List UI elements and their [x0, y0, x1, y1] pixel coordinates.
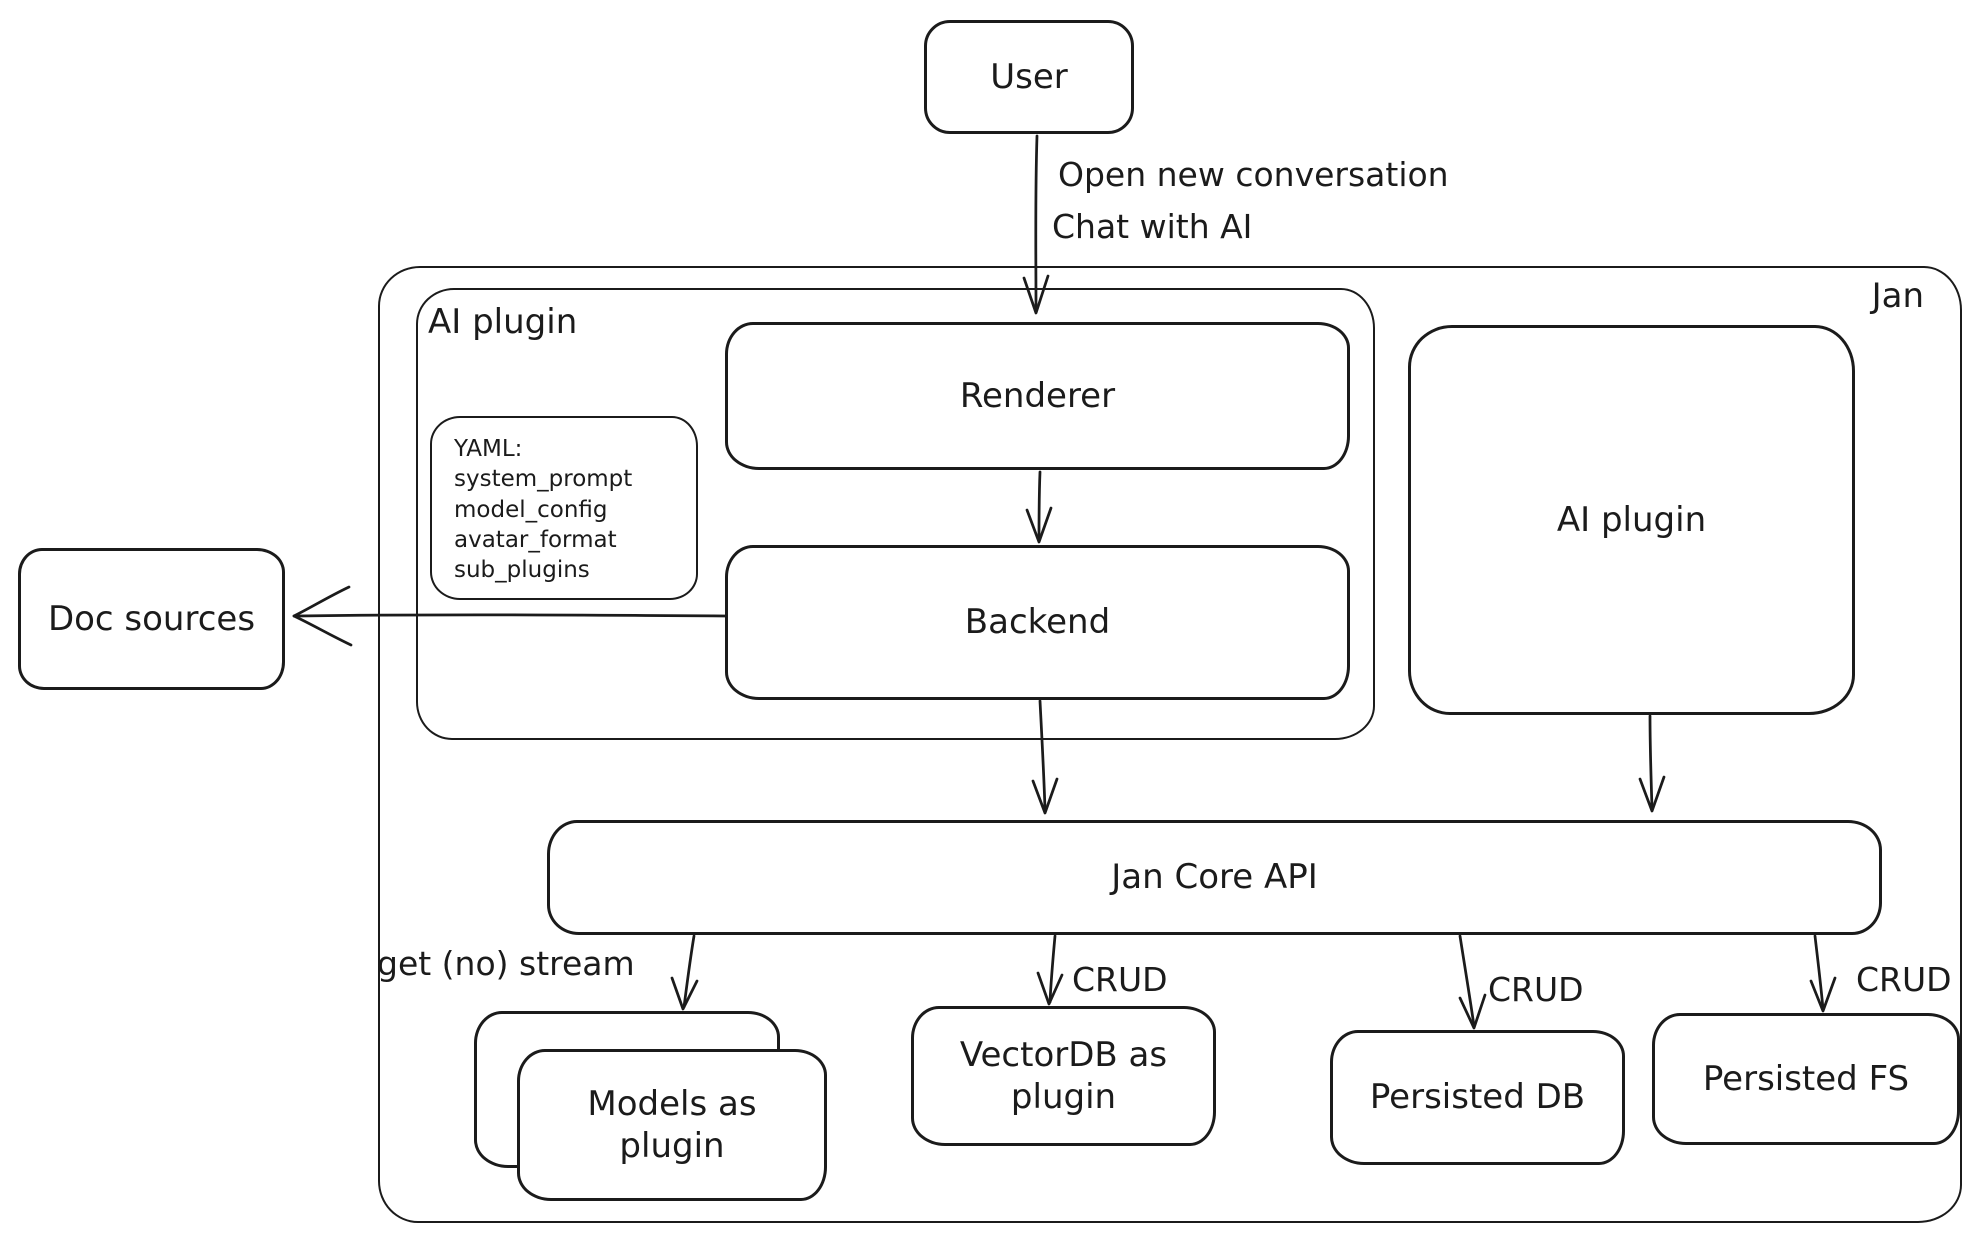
ai-plugin-container-label: AI plugin: [428, 302, 578, 342]
node-renderer: Renderer: [725, 322, 1350, 470]
edge-label-crud-persisted-fs: CRUD: [1856, 960, 1952, 999]
node-user: User: [924, 20, 1134, 134]
node-models-as-plugin-label: Models as plugin: [587, 1083, 757, 1167]
node-vectordb-as-plugin-label: VectorDB as plugin: [959, 1034, 1168, 1118]
node-vectordb-as-plugin: VectorDB as plugin: [911, 1006, 1216, 1146]
node-ai-plugin-label: AI plugin: [1556, 499, 1707, 540]
edge-label-chat-with-ai: Chat with AI: [1052, 207, 1253, 246]
node-ai-plugin: AI plugin: [1408, 325, 1855, 715]
node-persisted-db-label: Persisted DB: [1369, 1077, 1586, 1118]
node-user-label: User: [990, 56, 1068, 97]
edge-label-get-no-stream: get (no) stream: [377, 944, 635, 983]
node-jan-core-api-label: Jan Core API: [1111, 857, 1318, 898]
node-persisted-fs-label: Persisted FS: [1702, 1058, 1910, 1099]
node-persisted-db: Persisted DB: [1330, 1030, 1625, 1165]
node-jan-core-api: Jan Core API: [547, 820, 1882, 935]
yaml-note-line: avatar_format: [454, 527, 617, 554]
node-models-as-plugin: Models as plugin: [517, 1049, 827, 1201]
yaml-note-line: system_prompt: [454, 466, 633, 493]
node-backend-label: Backend: [964, 602, 1111, 643]
jan-container-label: Jan: [1871, 276, 1924, 316]
yaml-note-line: model_config: [454, 496, 608, 523]
yaml-note-line: sub_plugins: [454, 557, 590, 584]
node-doc-sources: Doc sources: [18, 548, 285, 690]
edge-label-open-new-conversation: Open new conversation: [1058, 155, 1449, 194]
yaml-note-line: YAML:: [454, 436, 523, 462]
node-renderer-label: Renderer: [959, 375, 1116, 416]
edge-label-crud-persisted-db: CRUD: [1488, 970, 1584, 1009]
node-doc-sources-label: Doc sources: [47, 598, 256, 639]
node-backend: Backend: [725, 545, 1350, 700]
node-persisted-fs: Persisted FS: [1652, 1013, 1960, 1145]
yaml-config-note: YAML: system_prompt model_config avatar_…: [430, 416, 698, 600]
edge-label-crud-vectordb: CRUD: [1072, 960, 1168, 999]
